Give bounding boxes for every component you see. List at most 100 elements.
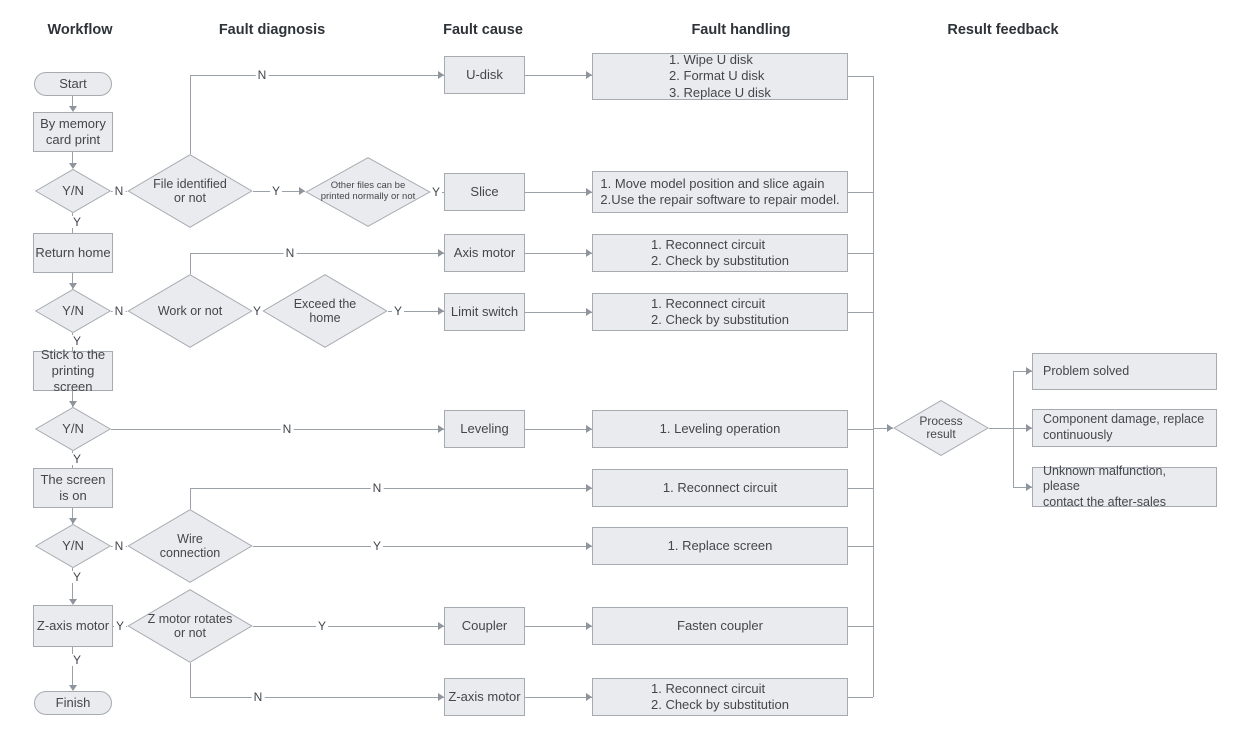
edge-label-no: N (112, 184, 126, 198)
connector (525, 75, 592, 76)
arrow-right-icon (438, 693, 444, 701)
arrow-right-icon (438, 622, 444, 630)
connector (1013, 487, 1032, 488)
arrow-right-icon (887, 424, 893, 432)
cause-leveling: Leveling (444, 410, 525, 448)
connector (72, 96, 73, 108)
arrow-right-icon (586, 249, 592, 257)
edge-label-yes: Y (269, 184, 283, 198)
connector (190, 697, 444, 698)
edge-label-no: N (112, 539, 126, 553)
handling-slice: 1. Move model position and slice again 2… (592, 171, 848, 213)
handling-axis-motor: 1. Reconnect circuit 2. Check by substit… (592, 234, 848, 272)
arrow-right-icon (586, 542, 592, 550)
connector (848, 192, 873, 193)
connector (848, 76, 873, 77)
connector (388, 311, 444, 312)
connector (873, 428, 893, 429)
arrow-right-icon (586, 188, 592, 196)
edge-label-yes: Y (70, 215, 84, 229)
connector (190, 488, 592, 489)
column-header-fault-cause: Fault cause (443, 22, 523, 38)
handling-coupler: Fasten coupler (592, 607, 848, 645)
decision-yn-4: Y/N (35, 524, 111, 568)
decision-exceed-the-home: Exceed the home (262, 274, 388, 348)
feedback-unknown-malfunction: Unknown malfunction, please contact the … (1032, 464, 1217, 509)
edge-label-yes: Y (113, 619, 127, 633)
connector (72, 508, 73, 524)
node-start: Start (34, 72, 112, 96)
decision-process-result: Process result (893, 400, 989, 456)
connector (848, 546, 873, 547)
arrow-right-icon (586, 425, 592, 433)
connector (190, 253, 444, 254)
edge-label-yes: Y (315, 619, 329, 633)
arrow-down-icon (69, 283, 77, 289)
connector (190, 75, 444, 76)
connector (190, 488, 191, 509)
connector (72, 152, 73, 165)
decision-z-motor-rotates: Z motor rotates or not (127, 589, 253, 663)
arrow-right-icon (1026, 424, 1032, 432)
handling-z-axis-motor: 1. Reconnect circuit 2. Check by substit… (592, 678, 848, 716)
column-header-result-feedback: Result feedback (947, 22, 1059, 38)
handling-limit-switch: 1. Reconnect circuit 2. Check by substit… (592, 293, 848, 331)
connector (848, 312, 873, 313)
connector (525, 253, 592, 254)
connector (190, 75, 191, 154)
feedback-component-damage: Component damage, replace continuously (1032, 409, 1217, 447)
cause-coupler: Coupler (444, 607, 525, 645)
edge-label-yes: Y (70, 334, 84, 348)
edge-label-no: N (251, 690, 265, 704)
decision-work-or-not: Work or not (127, 274, 253, 348)
arrow-right-icon (1026, 483, 1032, 491)
column-header-fault-handling: Fault handling (691, 22, 791, 38)
connector (848, 429, 873, 430)
trunk-connector (873, 76, 874, 697)
edge-label-yes: Y (370, 539, 384, 553)
connector (72, 273, 73, 289)
connector (525, 312, 592, 313)
edge-label-yes: Y (391, 304, 405, 318)
edge-label-no: N (255, 68, 269, 82)
edge-label-yes: Y (250, 304, 264, 318)
arrow-down-icon (69, 518, 77, 524)
cause-limit-switch: Limit switch (444, 293, 525, 331)
decision-wire-connection: Wire connection (127, 509, 253, 583)
edge-label-yes: Y (70, 653, 84, 667)
edge-label-no: N (370, 481, 384, 495)
arrow-right-icon (586, 71, 592, 79)
handling-screen-circuit: 1. Reconnect circuit (592, 469, 848, 507)
connector (253, 546, 592, 547)
arrow-right-icon (299, 187, 305, 195)
decision-yn-1: Y/N (35, 169, 111, 213)
node-finish: Finish (34, 691, 112, 715)
edge-label-yes: Y (70, 570, 84, 584)
decision-yn-3: Y/N (35, 407, 111, 451)
connector (989, 428, 1032, 429)
connector (848, 697, 873, 698)
node-stick-to-printing-screen: Stick to the printing screen (33, 347, 113, 394)
feedback-problem-solved: Problem solved (1032, 353, 1217, 390)
decision-file-identified: File identified or not (127, 154, 253, 228)
node-screen-is-on: The screen is on (33, 468, 113, 508)
node-by-memory-card-print: By memory card print (33, 112, 113, 152)
node-z-axis-motor: Z-axis motor (33, 605, 113, 647)
edge-label-no: N (112, 304, 126, 318)
connector (190, 663, 191, 697)
connector (72, 647, 73, 688)
handling-u-disk: 1. Wipe U disk 2. Format U disk 3. Repla… (592, 52, 848, 100)
arrow-right-icon (438, 71, 444, 79)
node-return-home: Return home (33, 233, 113, 273)
edge-label-yes: Y (429, 185, 443, 199)
connector (525, 192, 592, 193)
connector (72, 568, 73, 602)
connector (190, 253, 191, 274)
arrow-right-icon (438, 307, 444, 315)
arrow-right-icon (586, 693, 592, 701)
connector (848, 253, 873, 254)
handling-leveling: 1. Leveling operation (592, 410, 848, 448)
cause-slice: Slice (444, 173, 525, 211)
connector (253, 626, 444, 627)
